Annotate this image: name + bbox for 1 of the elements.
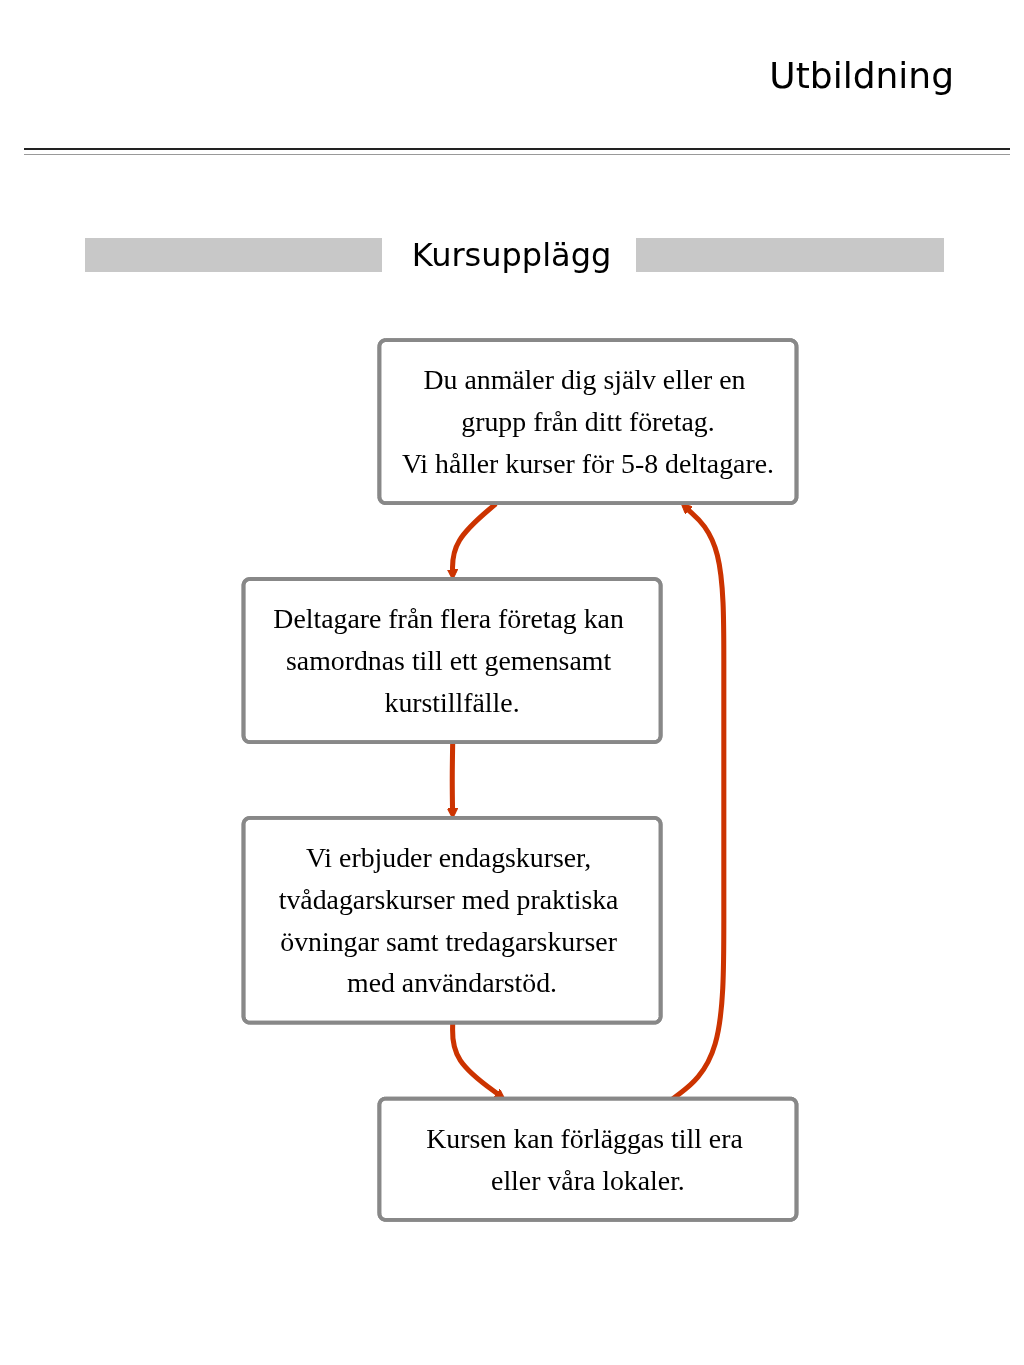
header-text: Utbildning: [769, 55, 954, 96]
